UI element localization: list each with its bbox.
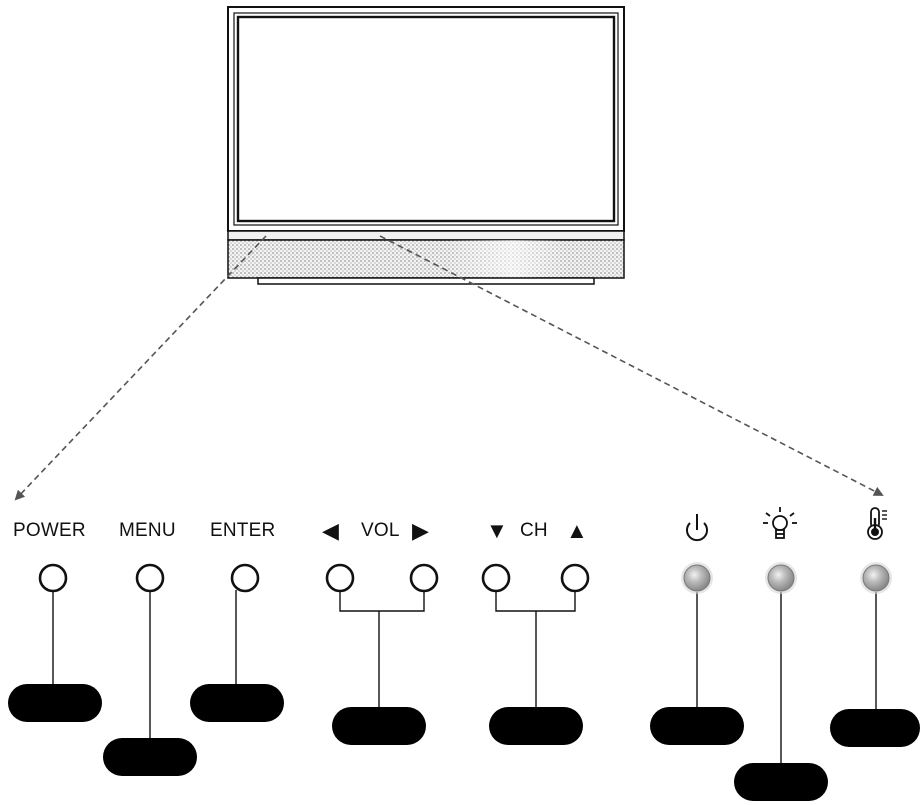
ch-down-button[interactable] <box>481 563 511 593</box>
temperature-indicator-led <box>862 564 890 592</box>
menu-button[interactable] <box>135 563 165 593</box>
lamp-icon <box>763 507 797 539</box>
callout-lamp-indicator <box>734 763 828 801</box>
ch-up-button[interactable] <box>560 563 590 593</box>
callout-vol <box>332 707 426 745</box>
callout-power <box>8 684 102 722</box>
callout-menu <box>103 738 197 776</box>
power-icon <box>686 514 708 542</box>
vol-left-glyph: ◀ <box>322 518 340 543</box>
power-label: POWER <box>13 520 86 541</box>
zoom-arrow-right <box>379 235 884 496</box>
thermometer-icon <box>867 507 887 540</box>
vol-down-button[interactable] <box>325 563 355 593</box>
power-button[interactable] <box>38 563 68 593</box>
lamp-indicator-led <box>767 564 795 592</box>
vol-up-button[interactable] <box>409 563 439 593</box>
menu-label: MENU <box>119 520 176 541</box>
tv-stand <box>257 277 595 285</box>
vol-label: VOL <box>361 520 400 541</box>
zoom-arrow-left <box>14 235 267 501</box>
leader-lines <box>52 590 877 765</box>
ch-label: CH <box>520 520 548 541</box>
tv-set <box>227 6 625 285</box>
tv-control-strip <box>227 230 625 241</box>
callout-temperature-indicator <box>830 709 920 747</box>
vol-right-glyph: ▶ <box>412 518 430 543</box>
tv-screen <box>236 15 616 223</box>
enter-button[interactable] <box>230 563 260 593</box>
power-indicator-led <box>683 564 711 592</box>
ch-down-glyph: ▼ <box>486 518 508 543</box>
callout-ch <box>489 707 583 745</box>
callout-enter <box>190 684 284 722</box>
ch-up-glyph: ▲ <box>566 518 588 543</box>
callout-power-indicator <box>650 707 744 745</box>
enter-label: ENTER <box>210 520 276 541</box>
